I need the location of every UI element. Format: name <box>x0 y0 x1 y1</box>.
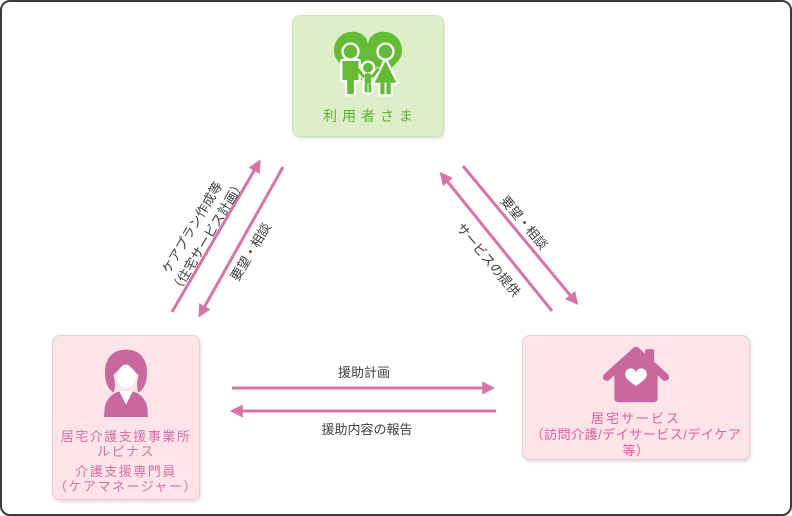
home-service-line-2: （訪問介護/デイサービス/デイケア等） <box>530 427 742 458</box>
house-heart-icon <box>602 346 670 403</box>
care-office-line-1: 居宅介護支援事業所 <box>60 429 192 444</box>
node-user-label: 利用者さま <box>323 108 418 124</box>
node-home-service-text: 居宅サービス （訪問介護/デイサービス/デイケア等） <box>523 411 749 459</box>
node-home-service: 居宅サービス （訪問介護/デイサービス/デイケア等） <box>522 335 750 460</box>
care-manager-icon <box>104 349 148 417</box>
arrow-service-up <box>439 171 554 312</box>
arrow-request-down-right <box>461 165 579 305</box>
node-care-office-text: 居宅介護支援事業所 ルピナス 介護支援専門員 （ケアマネージャー） <box>54 429 198 494</box>
node-care-office: 居宅介護支援事業所 ルピナス 介護支援専門員 （ケアマネージャー） <box>52 335 200 500</box>
home-service-line-1: 居宅サービス <box>590 411 681 426</box>
label-assist-report: 援助内容の報告 <box>321 422 413 438</box>
care-office-line-4: （ケアマネージャー） <box>53 479 199 494</box>
family-heart-icon <box>333 31 403 97</box>
arrow-request-down-left <box>198 166 285 318</box>
node-user: 利用者さま <box>292 15 444 137</box>
care-office-line-3: 介護支援専門員 <box>75 464 177 479</box>
label-assist-plan: 援助計画 <box>337 365 391 381</box>
care-office-line-2: ルピナス <box>96 444 155 459</box>
arrow-careplan-up <box>170 159 261 313</box>
